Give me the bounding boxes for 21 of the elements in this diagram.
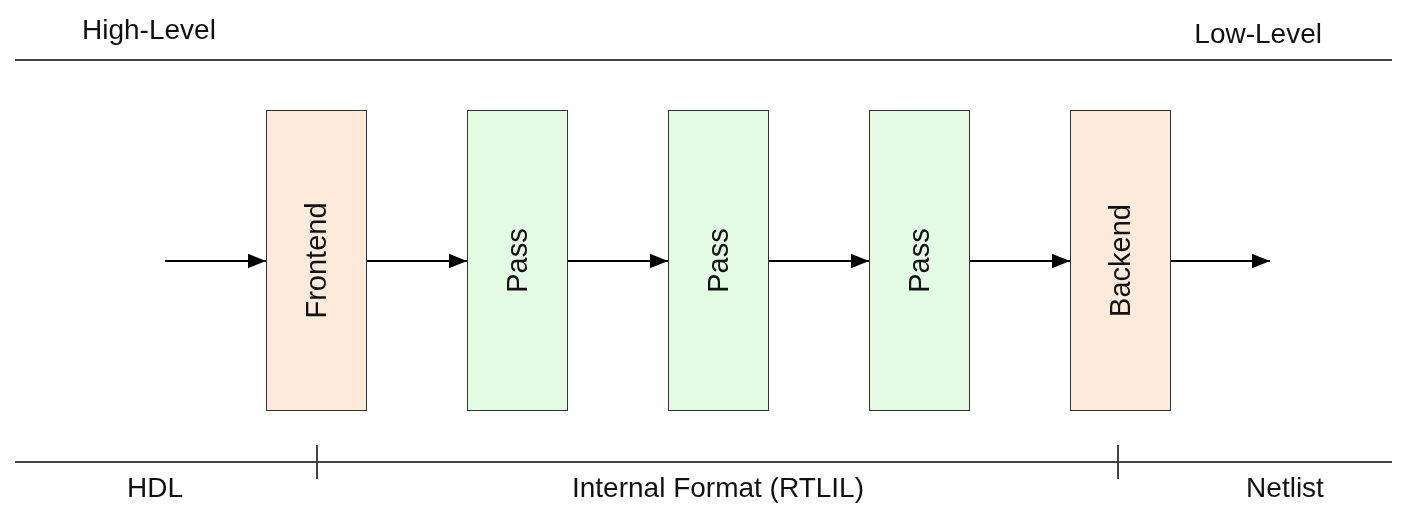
arrow [1170, 253, 1271, 269]
box-label: Backend [1104, 204, 1137, 317]
arrow [768, 253, 870, 269]
box-label: Pass [501, 228, 534, 293]
pass-box [467, 110, 568, 411]
axis-label: Low-Level [1194, 18, 1322, 50]
box-label: Frontend [300, 202, 333, 319]
pass-box [668, 110, 769, 411]
arrow [567, 253, 669, 269]
axis-label: High-Level [82, 14, 216, 46]
backend-box [1070, 110, 1171, 411]
box-label: Pass [903, 228, 936, 293]
arrow [969, 253, 1071, 269]
arrow [366, 253, 468, 269]
frontend-box [266, 110, 367, 411]
arrow [164, 253, 267, 269]
section-label: HDL [127, 472, 183, 504]
section-label: Netlist [1246, 472, 1324, 504]
box-label: Pass [702, 228, 735, 293]
section-label: Internal Format (RTLIL) [572, 472, 864, 504]
pass-box [869, 110, 970, 411]
